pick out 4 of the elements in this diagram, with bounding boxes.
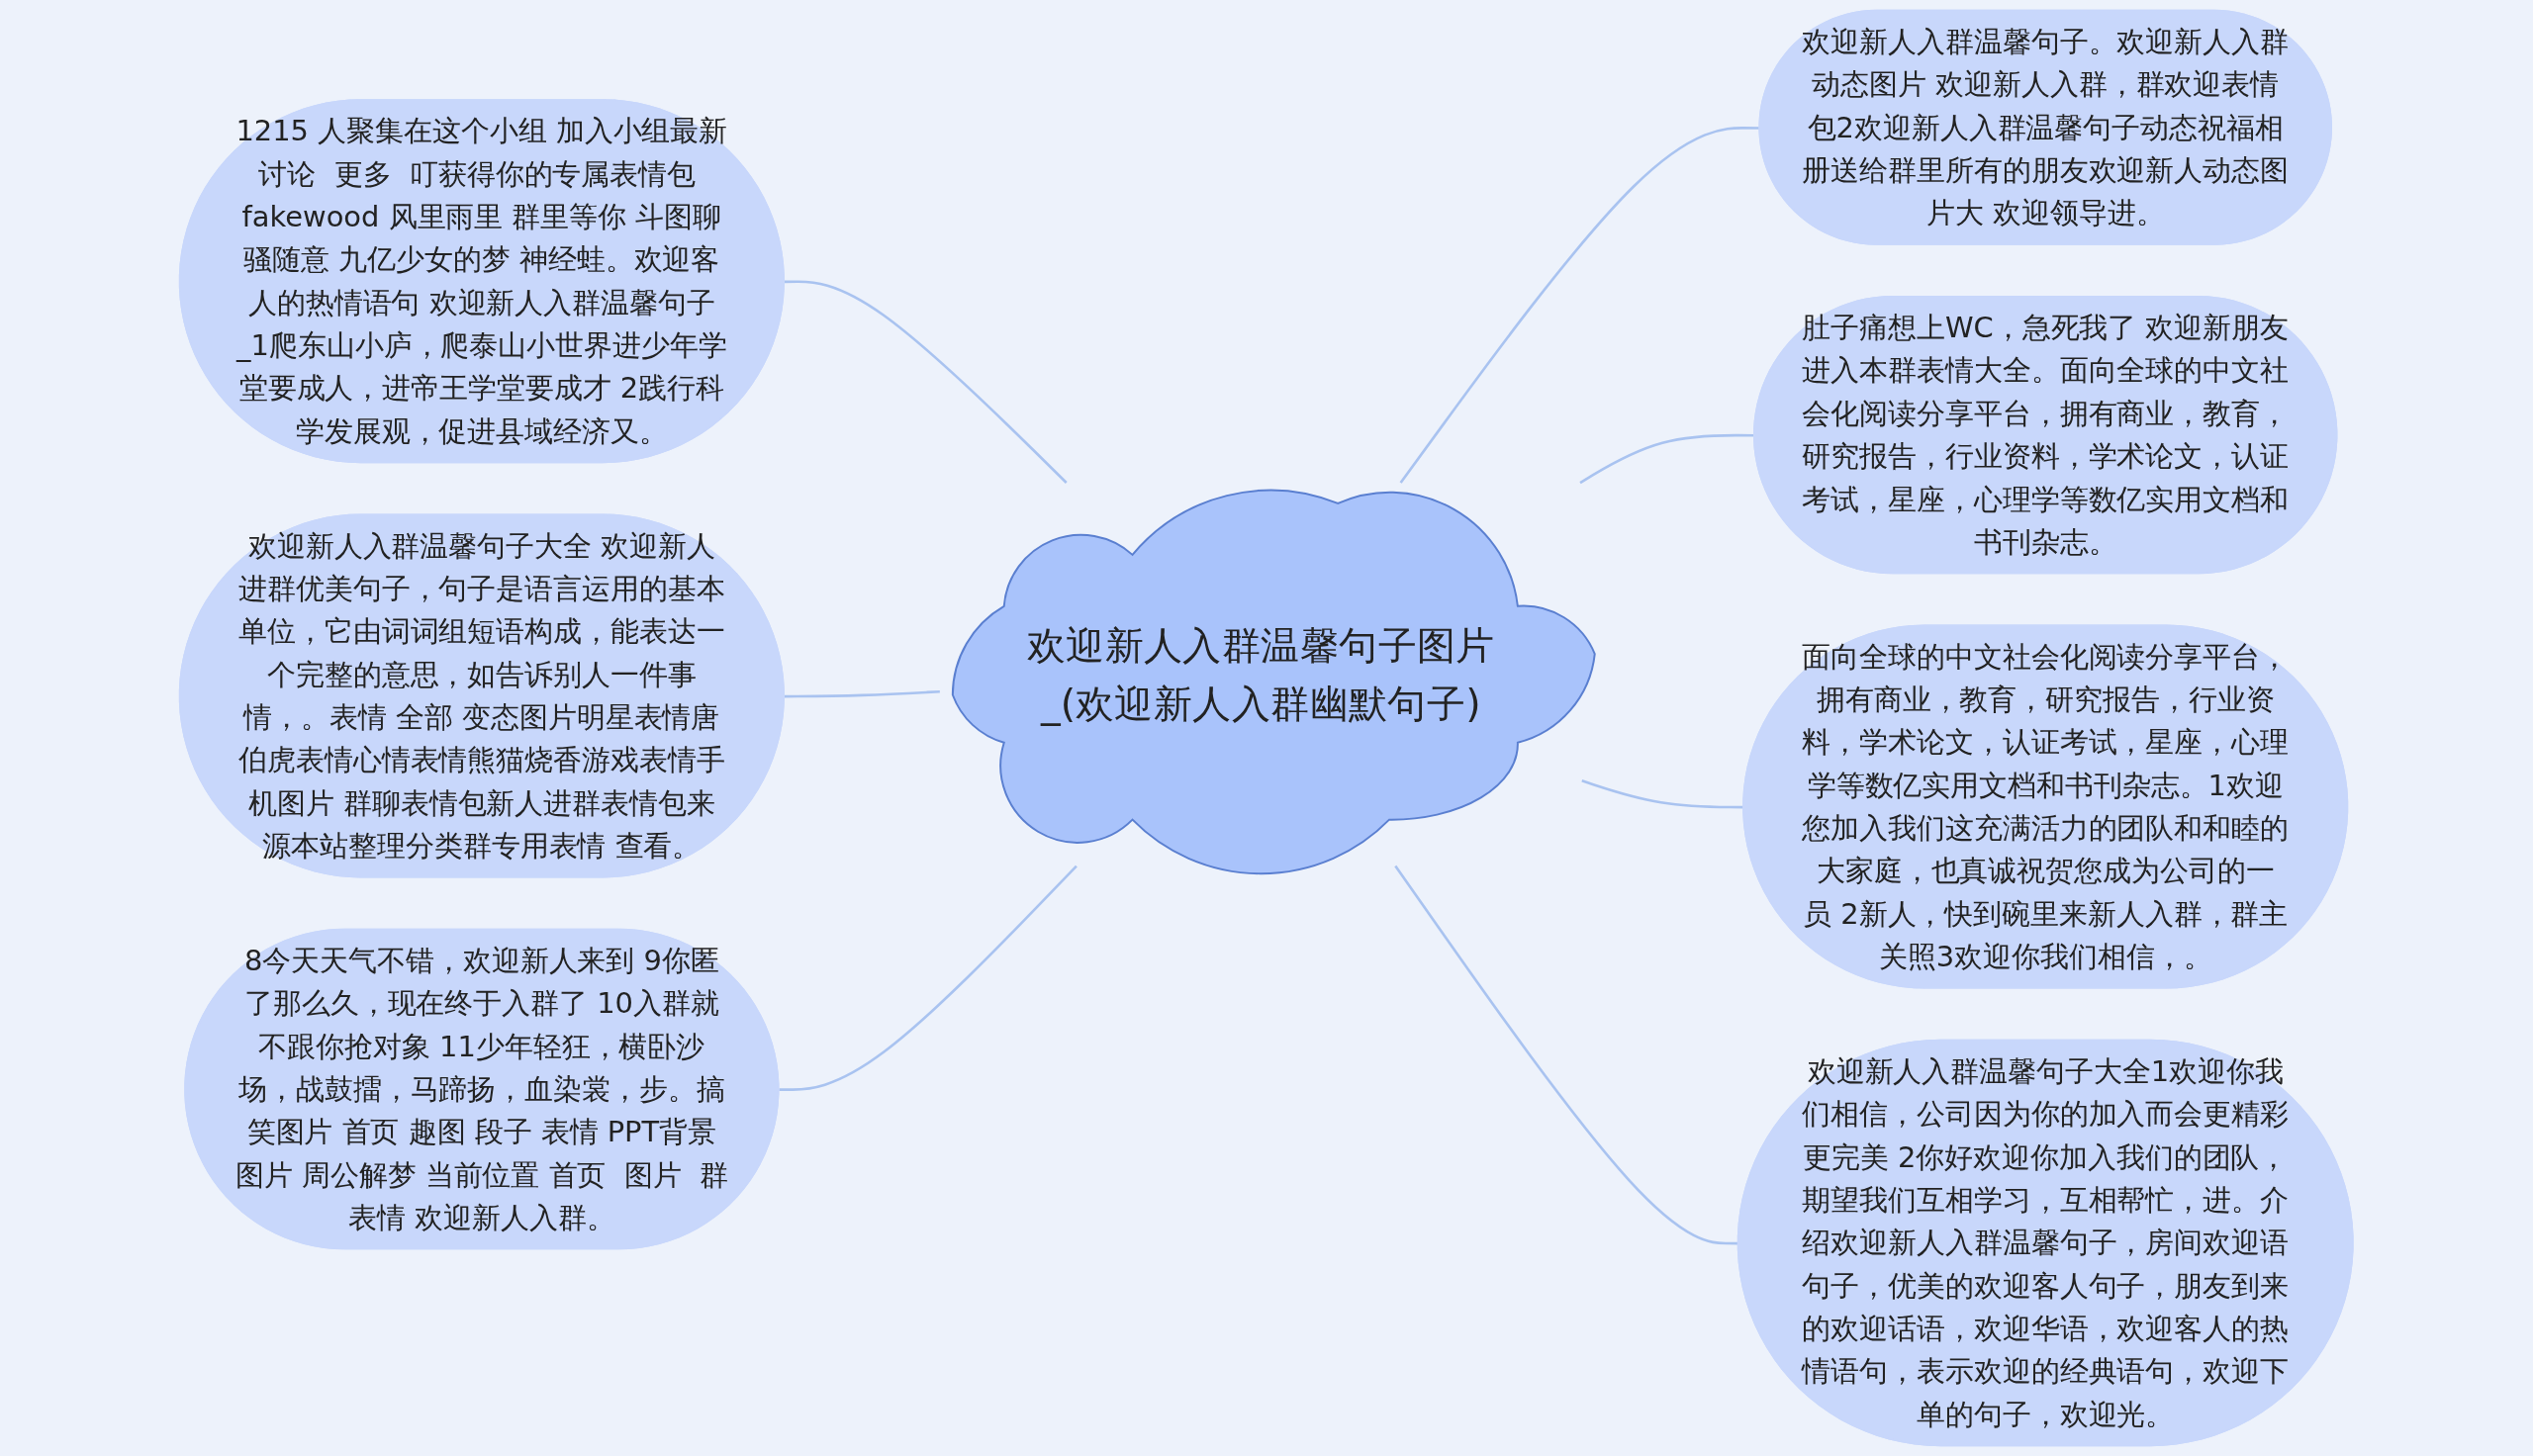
connector [785, 280, 1068, 484]
connector [779, 864, 1079, 1091]
connector [1581, 779, 1744, 809]
connector [785, 689, 941, 698]
